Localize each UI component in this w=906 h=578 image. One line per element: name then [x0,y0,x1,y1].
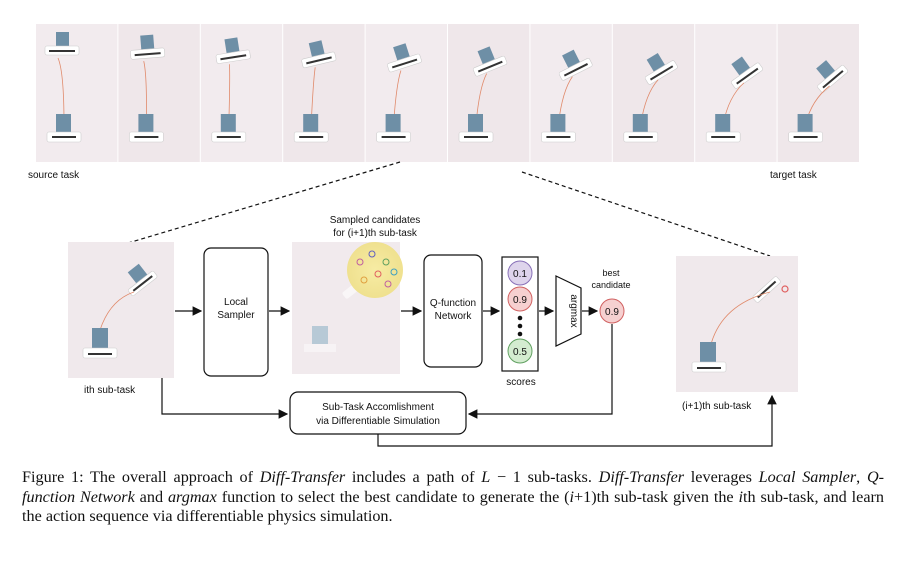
strip-frame [448,24,530,162]
next-subtask-label: (i+1)th sub-task [682,401,752,412]
svg-text:0.5: 0.5 [513,347,527,358]
strip-frame [365,24,447,162]
diagram-figure: source task target task ith sub-task Loc… [28,24,859,447]
source-task-label: source task [28,170,80,181]
local-sampler-box [203,247,269,377]
strip-frame [777,24,859,162]
simulation-line-2: via Differentiable Simulation [316,416,440,427]
simulation-line-1: Sub-Task Accomlishment [322,402,434,413]
svg-text:0.9: 0.9 [513,295,527,306]
score-2: 0.9 [507,286,533,312]
figure-caption: Figure 1: The overall approach of Diff-T… [22,468,885,525]
ellipsis-dot [517,331,523,337]
strip-frame [612,24,695,162]
strip-frame [530,24,612,162]
strip-frame [695,24,777,162]
task-path-strip [36,24,859,162]
score-1: 0.1 [507,260,533,286]
scores-label: scores [506,377,535,388]
score-3: 0.5 [507,338,533,364]
ellipsis-dot [517,315,523,321]
candidate-label: candidate [591,280,630,290]
candidate-cloud [347,242,403,298]
best-label: best [602,268,620,278]
simulation-box [289,391,467,435]
svg-text:0.1: 0.1 [513,269,527,280]
strip-frame [283,24,365,162]
ellipsis-dot [517,323,523,329]
argmax-block [555,275,582,347]
svg-text:0.9: 0.9 [605,307,619,318]
strip-frame [118,24,200,162]
flow-arrows [161,306,777,447]
target-task-label: target task [770,170,818,181]
argmax-label: argmax [568,294,579,327]
next-subtask-panel [676,256,798,392]
zoom-line-left [117,161,401,247]
zoom-line-right [521,171,771,257]
strip-frame [36,24,118,162]
strip-frame [200,24,283,162]
ith-subtask-panel [68,242,174,378]
sampled-candidates-title: Sampled candidates [330,215,421,226]
q-function-box [423,254,483,368]
ith-subtask-label: ith sub-task [84,385,136,396]
sampled-candidates-panel [292,242,403,374]
sampled-candidates-subtitle: for (i+1)th sub-task [333,228,418,239]
best-candidate-score: 0.9 [599,298,625,324]
